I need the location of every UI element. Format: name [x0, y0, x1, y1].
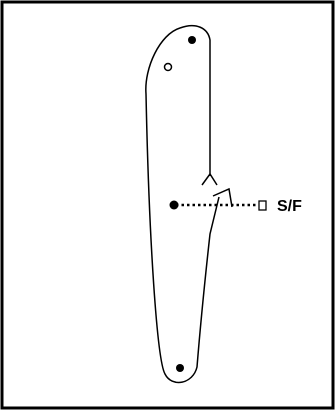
point-top [188, 36, 196, 44]
arrow-up [201, 172, 218, 186]
point-open [163, 62, 173, 72]
point-bottom [176, 364, 184, 372]
start-finish-label: S/F [277, 198, 302, 215]
course-outline [145, 24, 220, 384]
start-finish-marker [258, 200, 267, 211]
point-center [169, 200, 179, 210]
arrow-diagonal [212, 187, 233, 208]
